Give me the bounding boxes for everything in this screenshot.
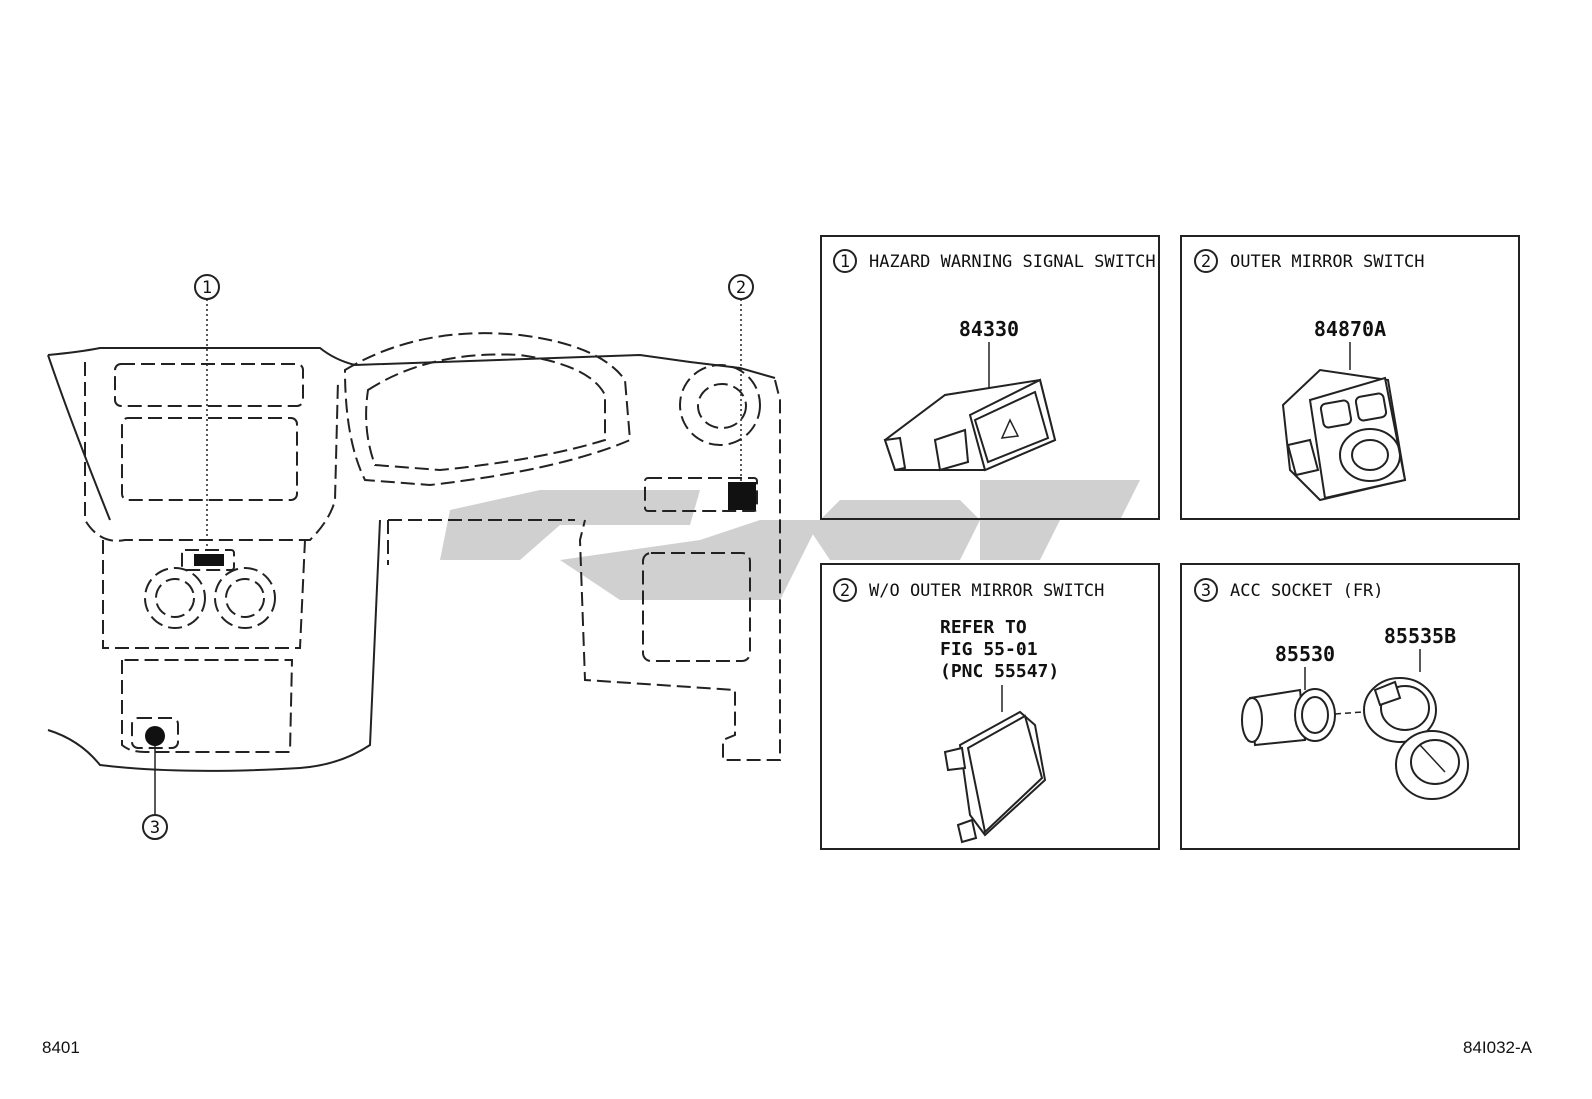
panel-acc-socket: 3 ACC SOCKET (FR) 85530 85535B: [1180, 563, 1520, 850]
callout-1-number: 1: [202, 278, 212, 298]
panel-title: ACC SOCKET (FR): [1230, 581, 1384, 601]
socket-body-illustration: [1241, 688, 1336, 747]
reference-line-3: (PNC 55547): [940, 661, 1059, 682]
panel-number: 2: [840, 581, 850, 601]
part-number: 84870A: [1314, 317, 1386, 341]
page-code-left: 8401: [42, 1038, 80, 1057]
mirror-switch-location: [728, 482, 756, 510]
callout-1: 1: [194, 274, 220, 554]
mirror-switch-illustration: [1281, 368, 1407, 502]
panel-without-mirror-switch: 2 W/O OUTER MIRROR SWITCH REFER TO FIG 5…: [820, 563, 1160, 850]
part-number: 85530: [1275, 642, 1335, 666]
dashboard-outline: [47, 332, 781, 772]
reference-line-1: REFER TO: [940, 617, 1027, 638]
panel-number: 2: [1201, 252, 1211, 272]
socket-cap-illustration: [1363, 677, 1469, 800]
callout-3-number: 3: [150, 818, 160, 838]
hazard-switch-illustration: [883, 378, 1057, 472]
callout-2: 2: [728, 274, 754, 482]
callout-3: 3: [142, 746, 168, 840]
panel-number: 3: [1201, 581, 1211, 601]
panel-mirror-switch: 2 OUTER MIRROR SWITCH 84870A: [1180, 235, 1520, 520]
panel-number: 1: [840, 252, 850, 272]
panel-title: HAZARD WARNING SIGNAL SWITCH: [869, 252, 1156, 272]
reference-line-2: FIG 55-01: [940, 639, 1038, 660]
callout-2-number: 2: [736, 278, 746, 298]
panel-title: W/O OUTER MIRROR SWITCH: [869, 581, 1104, 601]
panel-hazard-switch: 1 HAZARD WARNING SIGNAL SWITCH 84330: [820, 235, 1160, 520]
figure-code-right: 84I032-A: [1463, 1038, 1532, 1057]
part-number: 84330: [959, 317, 1019, 341]
panel-title: OUTER MIRROR SWITCH: [1230, 252, 1424, 272]
blank-cover-illustration: [943, 710, 1047, 844]
part-number: 85535B: [1384, 624, 1456, 648]
hazard-switch-location: [194, 554, 224, 566]
acc-socket-location: [145, 726, 165, 746]
